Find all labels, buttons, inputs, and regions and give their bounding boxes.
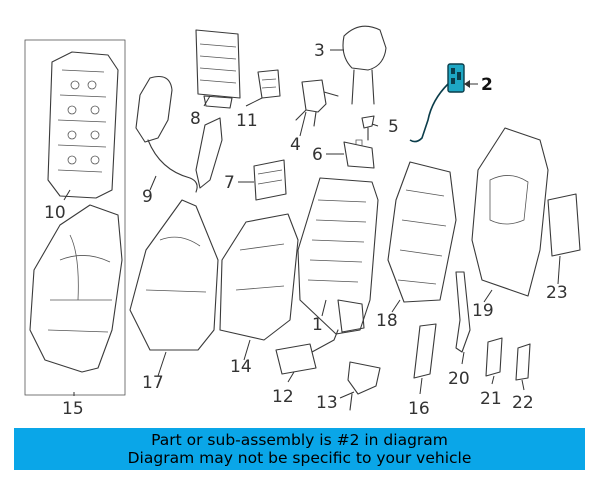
part-6-switch bbox=[343, 139, 375, 169]
part-4-valve bbox=[295, 79, 339, 127]
part-19-backrest-panel bbox=[471, 127, 549, 297]
callout-labels: 2 3 5 6 7 4 8 11 9 10 15 1 18 19 23 14 1… bbox=[44, 41, 568, 419]
callout-4: 4 bbox=[290, 135, 301, 155]
part-5-pin bbox=[361, 115, 375, 141]
part-23-panel bbox=[547, 193, 581, 257]
callout-12: 12 bbox=[272, 387, 294, 407]
part-13-bracket bbox=[347, 361, 381, 411]
part-20-strip bbox=[455, 271, 471, 353]
part-8-lumbar bbox=[195, 29, 241, 109]
callout-9: 9 bbox=[142, 187, 153, 207]
callout-18: 18 bbox=[376, 311, 398, 331]
callout-15: 15 bbox=[62, 399, 84, 419]
part-11-module bbox=[257, 69, 281, 99]
part-1-seat-frame bbox=[297, 177, 379, 335]
part-12-motor bbox=[275, 329, 339, 375]
callout-2: 2 bbox=[481, 75, 493, 95]
part-17-seat-cover bbox=[129, 199, 219, 351]
callout-7: 7 bbox=[224, 173, 235, 193]
part-15-cushion-kit bbox=[24, 39, 126, 396]
info-banner: Part or sub-assembly is #2 in diagram Di… bbox=[14, 428, 585, 470]
parts-diagram: 2 3 5 6 7 4 8 11 9 10 15 1 18 19 23 14 1… bbox=[24, 25, 581, 419]
part-18-backrest-frame bbox=[387, 161, 457, 303]
banner-line-disclaimer: Diagram may not be specific to your vehi… bbox=[127, 449, 472, 467]
callout-14: 14 bbox=[230, 357, 252, 377]
leader-lines bbox=[63, 49, 561, 399]
callout-11: 11 bbox=[236, 111, 258, 131]
callout-17: 17 bbox=[142, 373, 164, 393]
part-3-headrest bbox=[342, 25, 387, 105]
part-22-cover bbox=[515, 343, 531, 381]
callout-13: 13 bbox=[316, 393, 338, 413]
callout-23: 23 bbox=[546, 283, 568, 303]
banner-line-part: Part or sub-assembly is #2 in diagram bbox=[151, 431, 448, 449]
callout-3: 3 bbox=[314, 41, 325, 61]
callout-21: 21 bbox=[480, 389, 502, 409]
part-14-back-cover bbox=[219, 213, 299, 341]
part-21-cover bbox=[485, 337, 503, 377]
callout-6: 6 bbox=[312, 145, 323, 165]
callout-16: 16 bbox=[408, 399, 430, 419]
callout-10: 10 bbox=[44, 203, 66, 223]
part-7-controller bbox=[253, 159, 287, 201]
callout-22: 22 bbox=[512, 393, 534, 413]
part-side-strip bbox=[195, 117, 223, 189]
callout-20: 20 bbox=[448, 369, 470, 389]
part-9-cable bbox=[135, 75, 198, 193]
part-16-trim bbox=[413, 323, 437, 379]
callout-5: 5 bbox=[388, 117, 399, 137]
part-2-highlighted bbox=[409, 63, 465, 143]
callout-19: 19 bbox=[472, 301, 494, 321]
callout-1: 1 bbox=[312, 315, 323, 335]
callout-8: 8 bbox=[190, 109, 201, 129]
